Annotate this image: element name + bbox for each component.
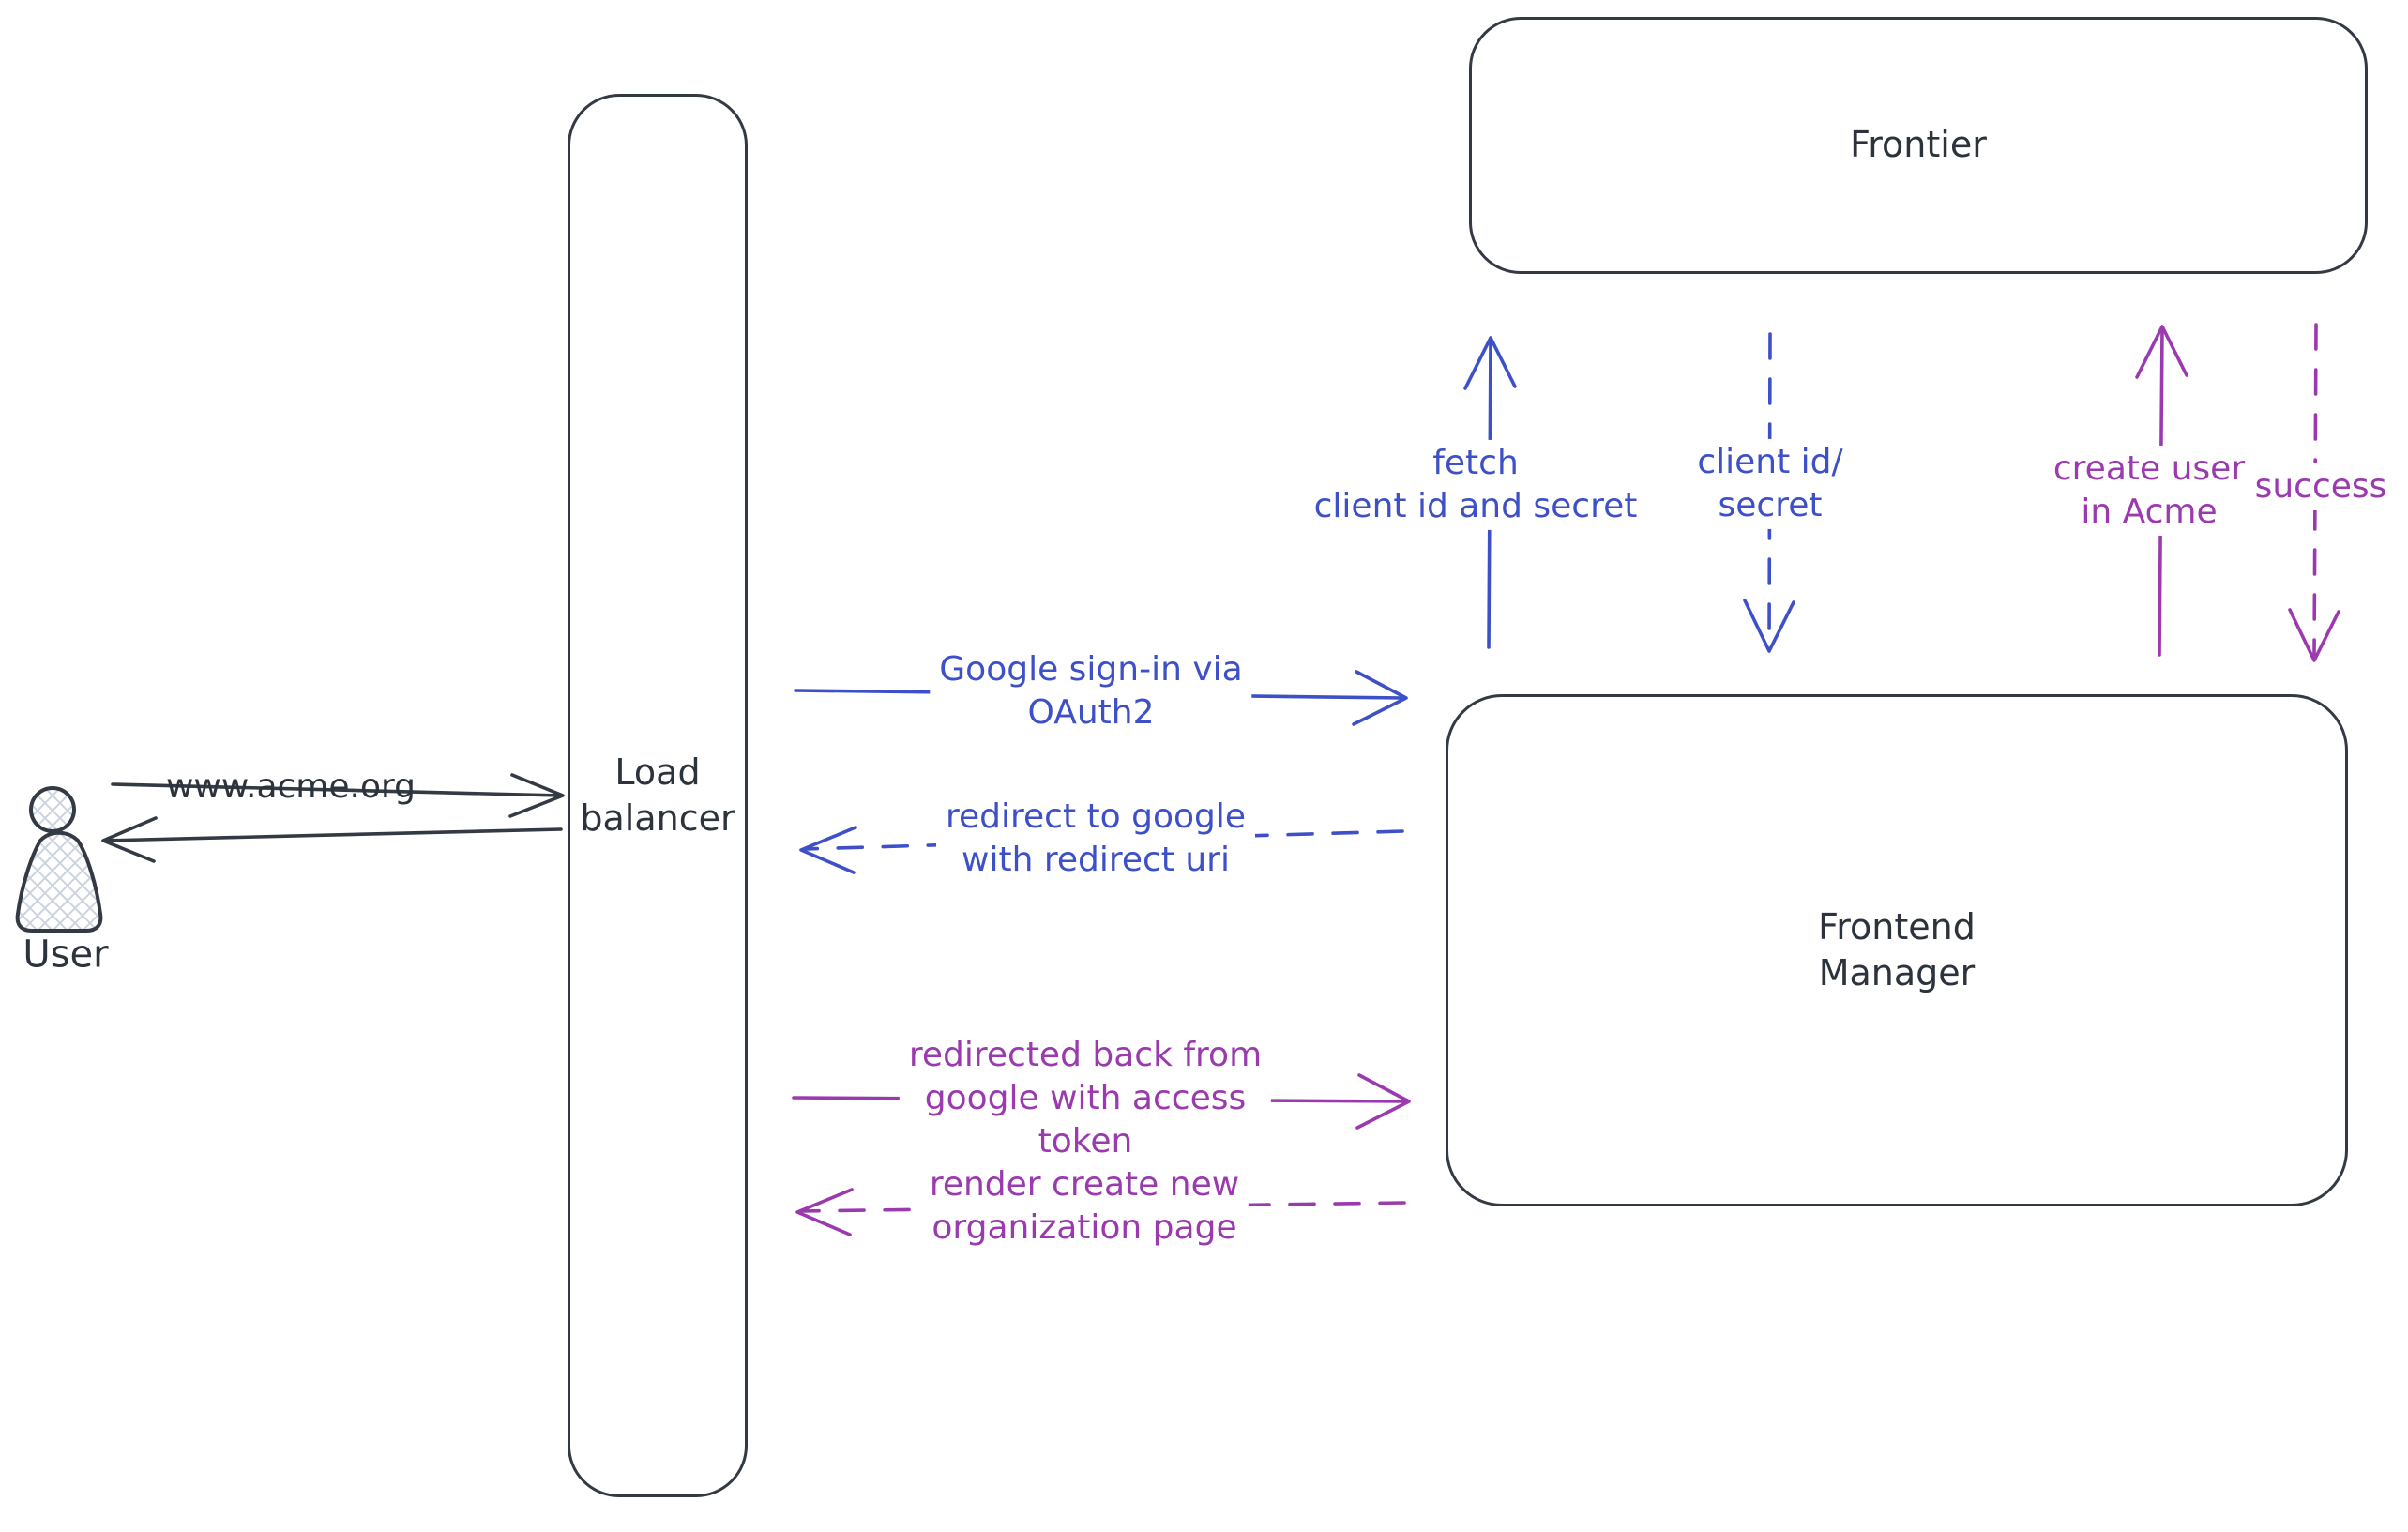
- arrow-fetch-secret-head: [1463, 336, 1517, 390]
- arrow-client-id-secret-head: [1743, 599, 1795, 653]
- arrow-success-head: [2288, 608, 2340, 662]
- arrow-user-return-head: [101, 816, 158, 863]
- person-body: [15, 830, 103, 933]
- person-head: [29, 786, 76, 833]
- arrow-success[interactable]: [2288, 323, 2340, 662]
- user-label[interactable]: User: [23, 933, 109, 977]
- arrow-render-org-page[interactable]: [795, 1188, 1406, 1236]
- arrow-redirect-google[interactable]: [799, 826, 1404, 874]
- arrow-render-org-page-head: [795, 1188, 854, 1236]
- node-frontier[interactable]: Frontier: [1469, 17, 2368, 274]
- frontend-manager-label: Frontend Manager: [1818, 905, 1976, 994]
- arrow-www-acme[interactable]: [111, 773, 565, 818]
- node-load-balancer[interactable]: Load balancer: [568, 94, 748, 1497]
- edge-label-google-signin[interactable]: Google sign-in via OAuth2: [930, 645, 1252, 737]
- edge-label-success[interactable]: success: [2245, 463, 2397, 511]
- edge-label-render-org-page[interactable]: render create new organization page: [919, 1160, 1249, 1252]
- arrow-user-return[interactable]: [101, 816, 563, 863]
- edge-label-create-user[interactable]: create user in Acme: [2043, 445, 2255, 537]
- arrow-redirect-google-head: [799, 826, 857, 874]
- frontier-label: Frontier: [1850, 124, 1987, 166]
- arrow-success-line: [2312, 323, 2318, 657]
- arrow-user-return-line: [103, 827, 563, 842]
- node-frontend-manager[interactable]: Frontend Manager: [1446, 694, 2348, 1206]
- arrow-www-acme-line: [111, 782, 563, 797]
- load-balancer-label: Load balancer: [580, 751, 735, 839]
- edge-label-fetch-secret[interactable]: fetch client id and secret: [1304, 439, 1647, 531]
- edge-label-client-id-secret[interactable]: client id/ secret: [1688, 438, 1853, 530]
- arrow-google-signin-head: [1352, 670, 1408, 726]
- arrow-render-org-page-line: [799, 1201, 1406, 1213]
- edge-label-redirect-google[interactable]: redirect to google with redirect uri: [935, 793, 1256, 885]
- arrow-create-user-head: [2135, 325, 2188, 379]
- arrow-www-acme-head: [508, 773, 565, 818]
- user-person-icon[interactable]: [8, 781, 113, 942]
- arrow-redirected-back-head: [1355, 1073, 1411, 1130]
- edge-label-www-acme[interactable]: www.acme.org: [165, 766, 416, 806]
- arrow-redirect-google-line: [803, 829, 1404, 851]
- edge-label-redirected-back[interactable]: redirected back from google with access …: [899, 1031, 1272, 1166]
